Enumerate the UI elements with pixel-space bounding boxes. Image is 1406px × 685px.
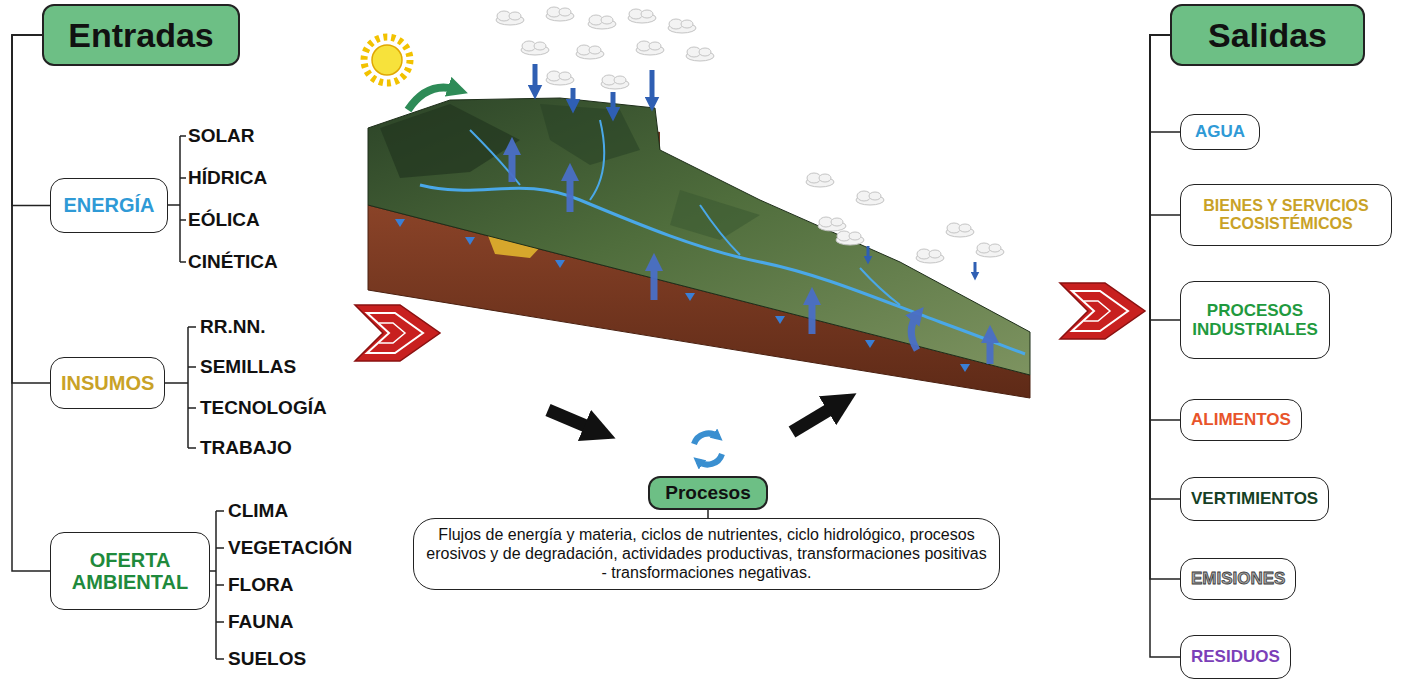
landscape-block xyxy=(368,98,1030,398)
tree-connector xyxy=(12,35,50,383)
leaf-label: CINÉTICA xyxy=(188,250,278,274)
node-text: ENERGÍA xyxy=(63,194,154,216)
node-text: Procesos xyxy=(665,482,751,503)
header-box: Salidas xyxy=(1170,4,1365,66)
category-box: INSUMOS xyxy=(50,357,165,409)
output-box: RESIDUOS xyxy=(1180,635,1291,679)
tree-connector xyxy=(1150,35,1180,320)
leaf-label: SEMILLAS xyxy=(200,355,296,379)
tree-connector xyxy=(1150,35,1180,499)
tree-connector xyxy=(707,510,709,518)
node-text: OFERTA AMBIENTAL xyxy=(61,549,199,594)
output-box: VERTIMIENTOS xyxy=(1180,477,1329,521)
leaf-label: RR.NN. xyxy=(200,315,265,339)
header-box: Entradas xyxy=(42,4,240,66)
node-text: PROCESOS INDUSTRIALES xyxy=(1191,301,1319,339)
leaf-label: TECNOLOGÍA xyxy=(200,396,327,420)
leaf-label: EÓLICA xyxy=(188,208,260,232)
tree-connector xyxy=(12,35,50,571)
tree-connector xyxy=(1150,35,1180,657)
node-text: Entradas xyxy=(68,16,214,54)
tree-connector xyxy=(1150,35,1180,579)
process-box: Procesos xyxy=(648,476,768,510)
leaf-label: VEGETACIÓN xyxy=(228,536,352,560)
output-arrow xyxy=(1060,283,1145,339)
node-text: BIENES Y SERVICIOS ECOSISTÉMICOS xyxy=(1191,197,1381,233)
energy-arrow xyxy=(408,88,458,111)
leaf-label: CLIMA xyxy=(228,499,288,523)
category-box: ENERGÍA xyxy=(50,178,168,233)
leaf-label: TRABAJO xyxy=(200,436,292,460)
description-box: Flujos de energía y materia, ciclos de n… xyxy=(413,518,1000,590)
output-box: ALIMENTOS xyxy=(1180,399,1302,441)
evaporation-arrow xyxy=(512,146,990,364)
category-box: OFERTA AMBIENTAL xyxy=(50,532,210,610)
sun-icon xyxy=(364,37,410,83)
input-arrow xyxy=(355,305,440,361)
leaf-label: SOLAR xyxy=(188,124,255,148)
leaf-label: SUELOS xyxy=(228,647,306,671)
leaf-label: HÍDRICA xyxy=(188,166,267,190)
cycle-icon xyxy=(694,433,722,464)
tree-connector xyxy=(1150,35,1180,420)
leaf-label: FLORA xyxy=(228,573,293,597)
node-text: Salidas xyxy=(1208,16,1327,54)
output-box: BIENES Y SERVICIOS ECOSISTÉMICOS xyxy=(1180,184,1392,246)
output-box: AGUA xyxy=(1180,114,1260,150)
leaf-label: FAUNA xyxy=(228,610,293,634)
node-text: Flujos de energía y materia, ciclos de n… xyxy=(426,525,987,583)
output-box: EMISIONES xyxy=(1180,558,1296,600)
node-text: VERTIMIENTOS xyxy=(1191,489,1318,508)
cloud-group xyxy=(496,7,1004,263)
flow-arrow xyxy=(548,402,842,432)
rain-arrow xyxy=(535,64,975,276)
node-text: AGUA xyxy=(1195,122,1245,141)
node-text: ALIMENTOS xyxy=(1191,410,1291,429)
node-text: EMISIONES xyxy=(1191,569,1285,588)
output-box: PROCESOS INDUSTRIALES xyxy=(1180,281,1330,359)
node-text: RESIDUOS xyxy=(1191,647,1280,666)
node-text: INSUMOS xyxy=(61,372,154,394)
